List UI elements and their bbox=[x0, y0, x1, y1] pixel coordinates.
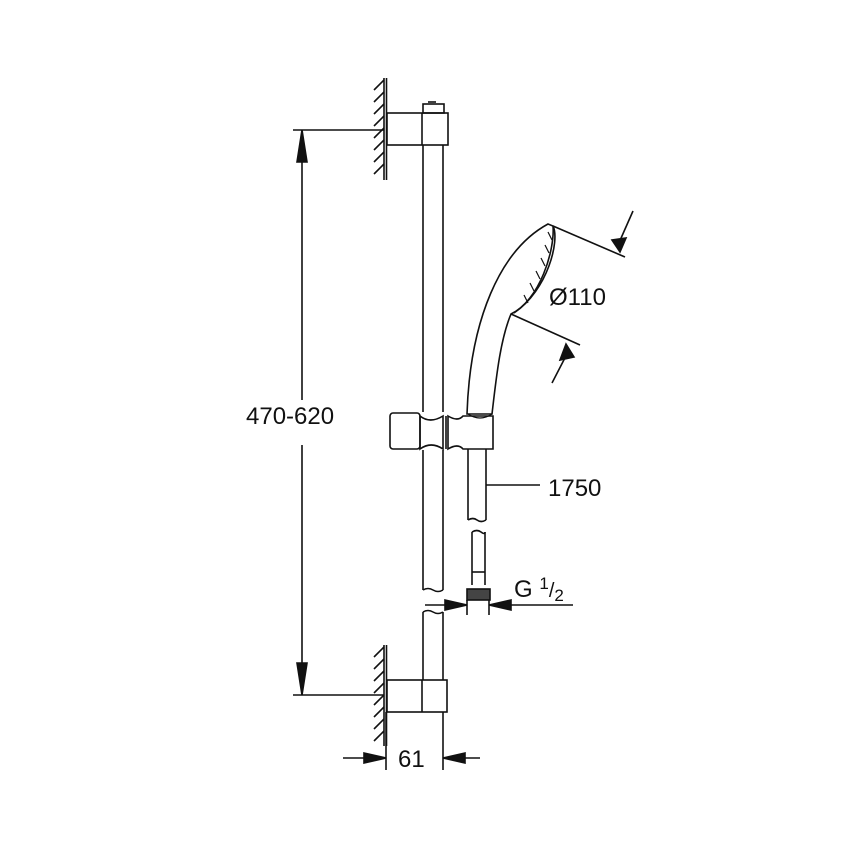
connection-slash: / bbox=[548, 580, 555, 602]
shower-rail bbox=[422, 145, 444, 680]
lower-wall-bracket bbox=[386, 679, 448, 713]
wall-upper bbox=[373, 78, 388, 180]
shower-hose bbox=[466, 449, 491, 601]
connection-dimension bbox=[425, 598, 573, 615]
hose-length-label: 1750 bbox=[548, 475, 602, 502]
connection-den: 2 bbox=[554, 586, 564, 605]
diameter-label: Ø110 bbox=[549, 284, 606, 311]
height-label: 470-620 bbox=[246, 403, 335, 430]
connection-num: 1 bbox=[539, 574, 549, 593]
hand-shower bbox=[466, 223, 556, 419]
upper-wall-bracket bbox=[386, 101, 449, 146]
connection-label: G 1/2 bbox=[514, 575, 564, 605]
connection-prefix: G bbox=[514, 576, 533, 603]
offset-dimension bbox=[343, 712, 480, 770]
offset-label: 61 bbox=[398, 746, 425, 773]
diameter-dimension bbox=[510, 210, 634, 384]
slider-holder bbox=[389, 412, 494, 451]
height-dimension bbox=[293, 129, 384, 696]
